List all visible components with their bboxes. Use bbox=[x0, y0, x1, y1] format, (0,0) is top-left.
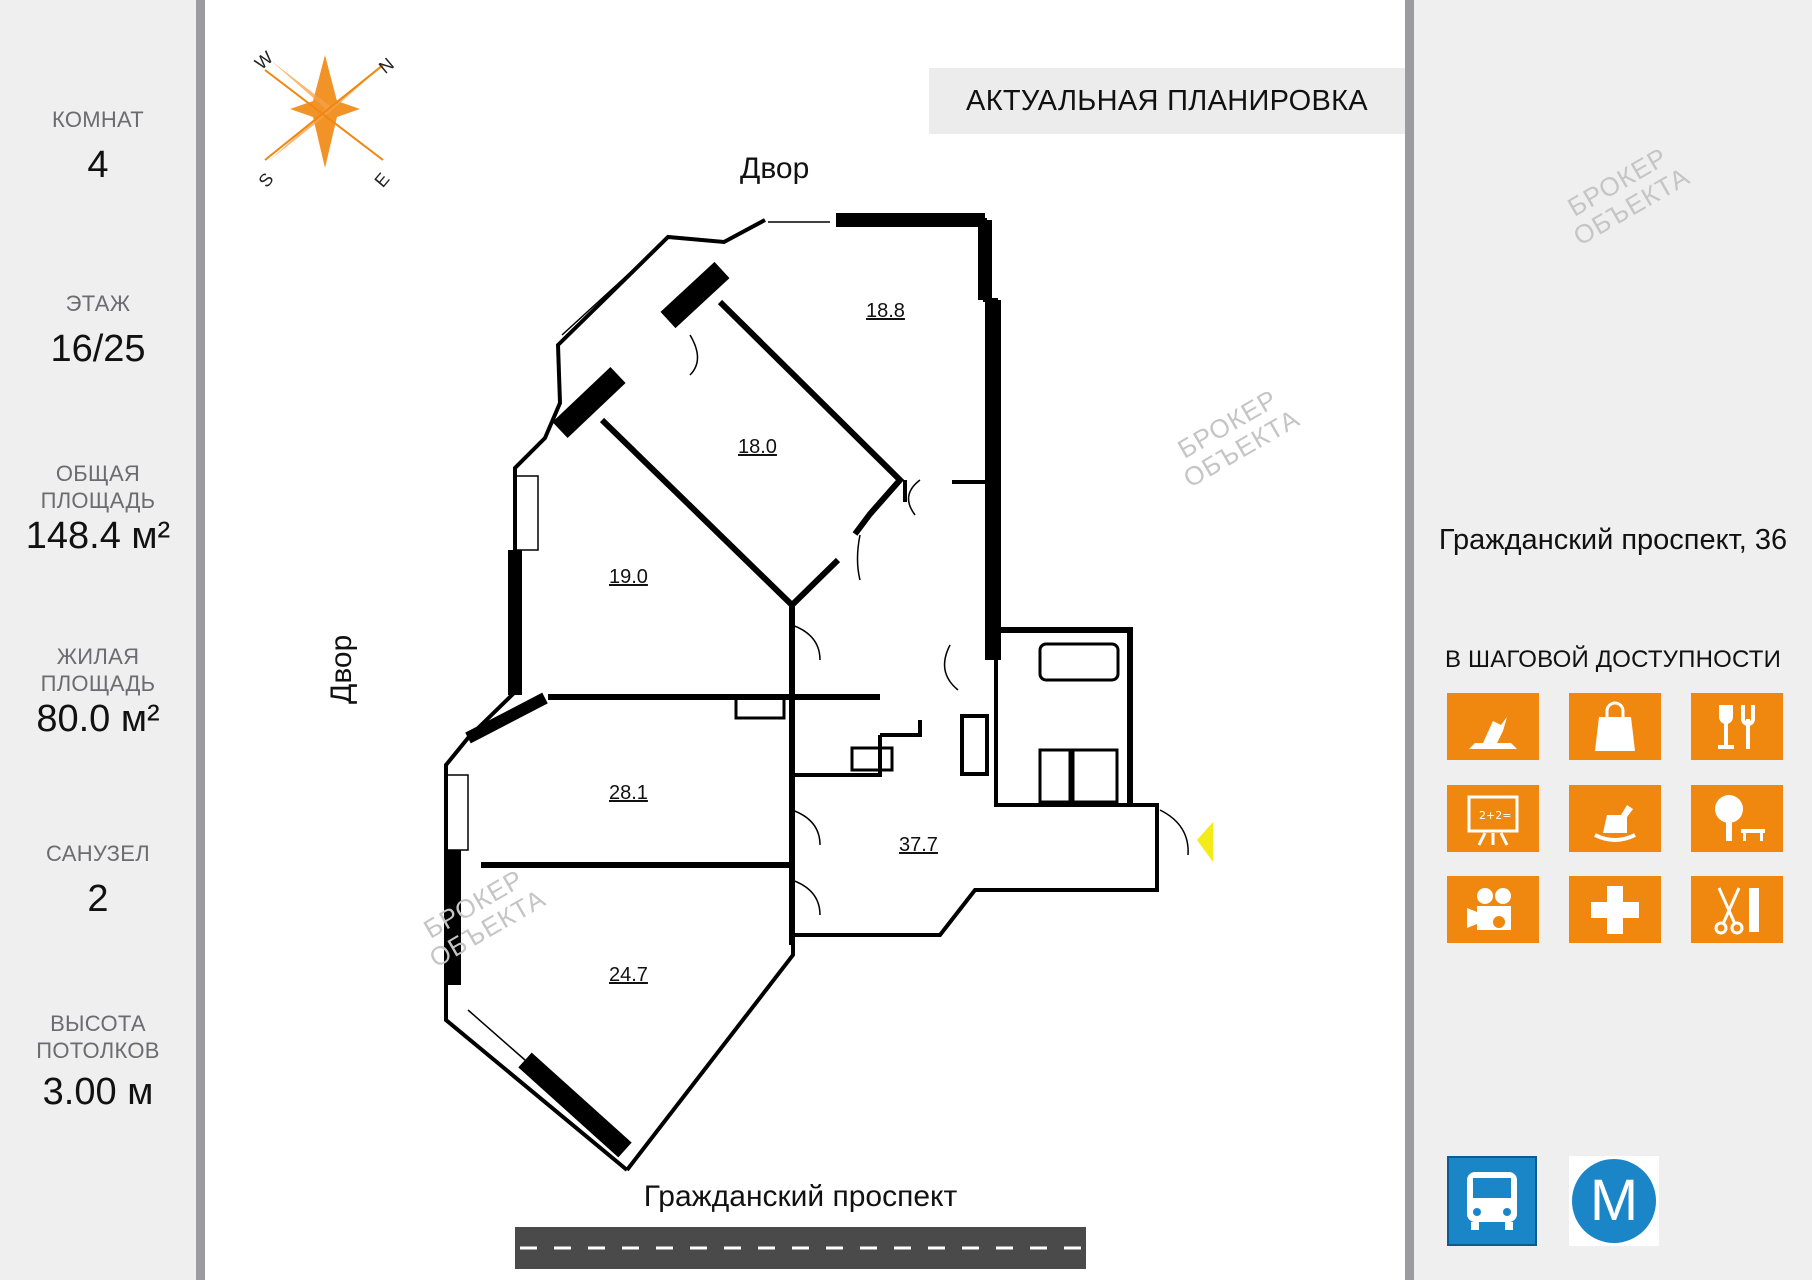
room-area-label: 28.1 bbox=[609, 782, 648, 804]
room-area-label: 19.0 bbox=[609, 566, 648, 588]
walls bbox=[444, 213, 1189, 1172]
stat-label: ВЫСОТА ПОТОЛКОВ bbox=[36, 1011, 160, 1063]
stat-label: ЭТАЖ bbox=[65, 291, 131, 316]
medical-icon bbox=[1569, 876, 1661, 943]
compass-north: N bbox=[375, 54, 398, 78]
stat-label: КОМНАТ bbox=[51, 107, 145, 132]
stat-label: САНУЗЕЛ bbox=[46, 841, 150, 866]
compass-south: S bbox=[254, 169, 277, 191]
stat-total-area: ОБЩАЯ ПЛОЩАДЬ 148.4 м² bbox=[0, 460, 196, 558]
street-label: Гражданский проспект bbox=[643, 1180, 958, 1213]
floor-plan: W N S E bbox=[251, 47, 1213, 1269]
stat-value: 16/25 bbox=[50, 328, 146, 370]
stat-value: 2 bbox=[87, 878, 109, 920]
kindergarten-icon bbox=[1569, 785, 1661, 852]
compass-icon: W N S E bbox=[251, 47, 398, 191]
courtyard-top-label: Двор bbox=[740, 152, 810, 185]
stat-living-area: ЖИЛАЯ ПЛОЩАДЬ 80.0 м² bbox=[0, 643, 196, 741]
plan-title-box bbox=[929, 68, 1405, 134]
shopping-bag-icon bbox=[1569, 693, 1661, 760]
stat-bathrooms: САНУЗЕЛ 2 bbox=[0, 840, 196, 921]
school-icon: 2+2= bbox=[1447, 785, 1539, 852]
svg-text:2+2=: 2+2= bbox=[1479, 809, 1511, 822]
monument-icon bbox=[1447, 693, 1539, 760]
stat-value: 80.0 м² bbox=[36, 698, 160, 740]
info-panel: КОМНАТ 4 ЭТАЖ 16/25 ОБЩАЯ ПЛОЩАДЬ 148.4 … bbox=[0, 0, 196, 1280]
entrance-marker-icon bbox=[1197, 822, 1213, 862]
right-divider bbox=[1405, 0, 1414, 1280]
windows bbox=[445, 221, 830, 1061]
park-icon bbox=[1691, 785, 1783, 852]
walking-distance-title: В ШАГОВОЙ ДОСТУПНОСТИ bbox=[1444, 646, 1782, 673]
stat-label: ЖИЛАЯ ПЛОЩАДЬ bbox=[40, 644, 156, 696]
stat-value: 4 bbox=[87, 144, 109, 186]
stat-ceiling-height: ВЫСОТА ПОТОЛКОВ 3.00 м bbox=[0, 1010, 196, 1114]
room-area-label: 24.7 bbox=[609, 964, 648, 986]
stat-floor: ЭТАЖ 16/25 bbox=[0, 290, 196, 371]
stat-value: 148.4 м² bbox=[25, 515, 171, 557]
bus-icon bbox=[1447, 1156, 1537, 1246]
room-area-label: 37.7 bbox=[899, 834, 938, 856]
location-panel bbox=[1414, 0, 1812, 1280]
left-divider bbox=[196, 0, 205, 1280]
address: Гражданский проспект, 36 bbox=[1438, 524, 1788, 556]
compass-east: E bbox=[370, 169, 393, 191]
plan-title: АКТУАЛЬНАЯ ПЛАНИРОВКА bbox=[966, 85, 1368, 117]
stat-label: ОБЩАЯ ПЛОЩАДЬ bbox=[40, 461, 156, 513]
stat-rooms: КОМНАТ 4 bbox=[0, 106, 196, 187]
room-area-label: 18.8 bbox=[866, 300, 905, 322]
metro-letter: M bbox=[1572, 1159, 1656, 1243]
cinema-icon bbox=[1447, 876, 1539, 943]
barber-icon bbox=[1691, 876, 1783, 943]
room-area-label: 18.0 bbox=[738, 436, 777, 458]
compass-west: W bbox=[251, 47, 277, 73]
courtyard-left-label: Двор bbox=[325, 634, 358, 704]
stat-value: 3.00 м bbox=[42, 1071, 154, 1113]
metro-icon: M bbox=[1569, 1156, 1659, 1246]
restaurant-icon bbox=[1691, 693, 1783, 760]
